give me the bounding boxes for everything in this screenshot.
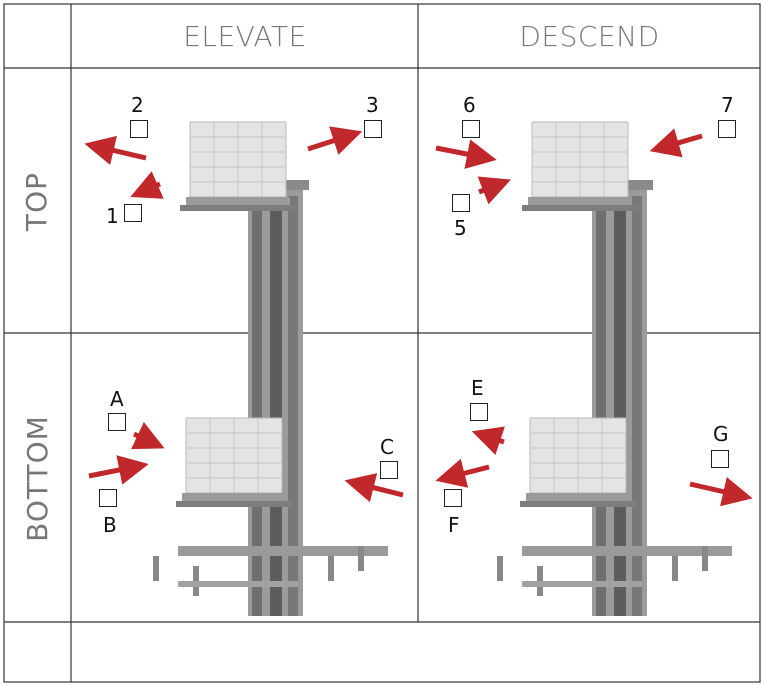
option-checkbox-7[interactable]	[718, 120, 736, 138]
option-label-3: 3	[366, 93, 379, 117]
option-label-1: 1	[106, 204, 119, 228]
option-checkbox-f[interactable]	[444, 489, 462, 507]
option-checkbox-5[interactable]	[452, 194, 470, 212]
option-label-c: C	[380, 435, 394, 459]
lift-illustration-descend	[497, 121, 732, 616]
option-checkbox-b[interactable]	[99, 489, 117, 507]
option-checkbox-e[interactable]	[470, 403, 488, 421]
option-checkbox-6[interactable]	[462, 120, 480, 138]
option-label-6: 6	[463, 93, 476, 117]
option-label-e: E	[471, 376, 484, 400]
option-checkbox-a[interactable]	[108, 413, 126, 431]
column-header-descend: DESCEND	[519, 19, 660, 53]
lift-illustration-elevate	[153, 121, 388, 616]
option-checkbox-3[interactable]	[364, 120, 382, 138]
column-header-elevate: ELEVATE	[183, 19, 307, 53]
option-label-2: 2	[131, 93, 144, 117]
option-label-a: A	[110, 387, 124, 411]
option-checkbox-g[interactable]	[711, 450, 729, 468]
row-header-top: TOP	[20, 171, 54, 231]
direction-arrows	[84, 126, 753, 507]
option-checkbox-2[interactable]	[130, 120, 148, 138]
option-label-f: F	[448, 513, 460, 537]
option-label-7: 7	[721, 93, 734, 117]
option-checkbox-1[interactable]	[124, 204, 142, 222]
option-label-g: G	[713, 422, 729, 446]
option-checkbox-c[interactable]	[380, 461, 398, 479]
row-header-bottom: BOTTOM	[20, 414, 54, 542]
option-label-b: B	[103, 513, 117, 537]
option-label-5: 5	[454, 216, 467, 240]
